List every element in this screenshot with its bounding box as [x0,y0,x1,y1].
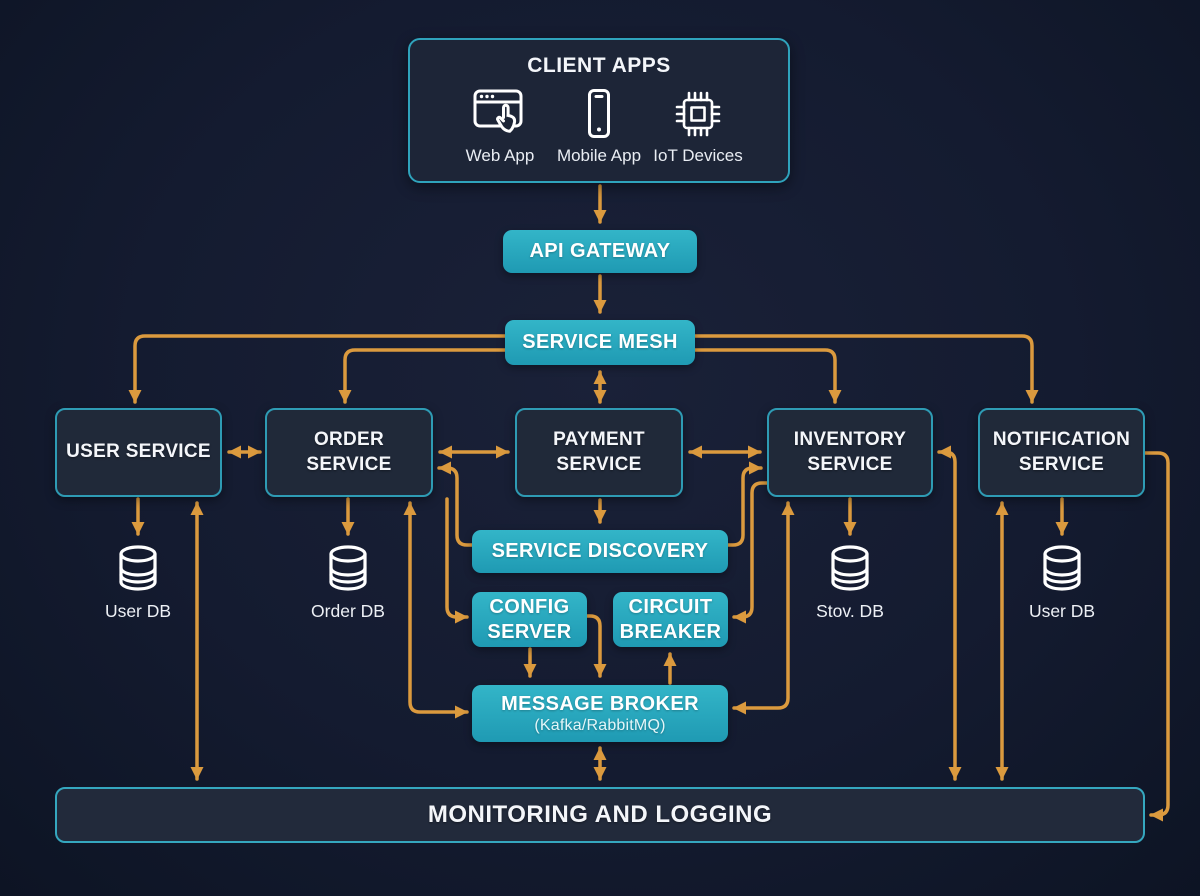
message-broker-title: MESSAGE BROKER [501,692,699,715]
inventory-service-label: INVENTORY SERVICE [793,428,907,475]
edge-inventory-monitoring [937,445,962,781]
message-broker-subtitle: (Kafka/RabbitMQ) [534,716,666,734]
client-app-web: Web App [452,88,548,166]
config-server-label: CONFIG SERVER [487,595,572,643]
database-icon [119,545,157,591]
web-app-label: Web App [465,146,535,165]
order-service-node: ORDER SERVICE [265,408,433,497]
mobile-app-icon [588,89,610,138]
monitoring-node: MONITORING AND LOGGING [55,787,1145,843]
edge-discovery-to-inventory [726,461,763,547]
edge-inventory-message-broker [732,501,795,715]
edge-service-mesh-to-user [128,334,507,404]
iot-devices-icon [675,91,721,137]
edge-discovery-to-order [437,461,474,547]
user-db-label: User DB [104,601,172,621]
database-icon [831,545,869,591]
payment-service-node: PAYMENT SERVICE [515,408,683,497]
inventory-service-node: INVENTORY SERVICE [767,408,933,497]
stov-db: Stov. DB [790,542,910,622]
client-apps-row: Web App Mobile App [410,78,788,166]
web-app-icon [473,89,523,133]
database-icon [1043,545,1081,591]
config-server-node: CONFIG SERVER [472,592,587,647]
api-gateway-node: API GATEWAY [503,230,697,273]
monitoring-label: MONITORING AND LOGGING [427,801,773,828]
circuit-breaker-node: CIRCUIT BREAKER [613,592,728,647]
api-gateway-label: API GATEWAY [529,240,671,262]
user-db-2: User DB [1002,542,1122,622]
client-apps-node: CLIENT APPS Web App [408,38,790,183]
edge-service-mesh-to-order [338,348,507,404]
order-service-label: ORDER SERVICE [306,428,392,475]
notification-service-node: NOTIFICATION SERVICE [978,408,1145,497]
service-mesh-label: SERVICE MESH [522,331,678,353]
message-broker-node: MESSAGE BROKER (Kafka/RabbitMQ) [472,685,728,742]
edge-config-to-broker-right [585,614,607,678]
user-service-node: USER SERVICE [55,408,222,497]
notification-service-label: NOTIFICATION SERVICE [992,428,1131,475]
stov-db-label: Stov. DB [816,601,884,621]
database-icon [329,545,367,591]
service-discovery-label: SERVICE DISCOVERY [491,540,709,562]
iot-devices-label: IoT Devices [653,146,743,165]
edge-service-mesh-to-notification [693,334,1039,404]
order-db-label: Order DB [311,601,385,621]
circuit-breaker-label: CIRCUIT BREAKER [619,595,722,643]
service-discovery-node: SERVICE DISCOVERY [472,530,728,573]
edge-inventory-to-circuit-breaker [732,481,769,624]
user-service-label: USER SERVICE [66,441,211,463]
mobile-app-label: Mobile App [556,146,642,165]
edge-service-mesh-to-inventory [693,348,842,404]
client-app-mobile: Mobile App [551,88,647,166]
client-app-iot: IoT Devices [650,88,746,166]
edge-notification-to-monitoring-right [1143,451,1170,822]
client-apps-title: CLIENT APPS [527,54,671,77]
user-db: User DB [78,542,198,622]
order-db: Order DB [288,542,408,622]
payment-service-label: PAYMENT SERVICE [553,428,645,475]
edge-order-message-broker [403,501,469,719]
service-mesh-node: SERVICE MESH [505,320,695,365]
user-db-2-label: User DB [1028,601,1096,621]
